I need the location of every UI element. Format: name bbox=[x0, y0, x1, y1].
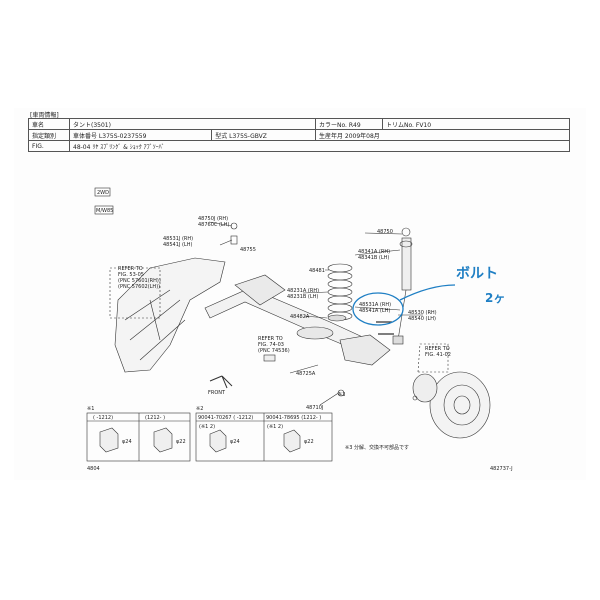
brake-drum bbox=[412, 371, 491, 439]
ref1-line4: (PNC 57602(LH)) bbox=[118, 284, 160, 290]
ref1-line3: (PNC 57601(RH)) bbox=[118, 278, 161, 284]
badge-mw85 bbox=[94, 205, 114, 215]
parts-sheet bbox=[14, 108, 586, 480]
box2-sub1: (※1 2) bbox=[199, 424, 215, 430]
part-48530: 48530 (RH) bbox=[408, 310, 437, 316]
ref3-line1: REFER TO bbox=[425, 346, 450, 352]
box1-header1: ( -1212) bbox=[93, 415, 113, 421]
part-star3: ※3 bbox=[338, 392, 345, 398]
part-48760c: 48760C (LH) bbox=[198, 222, 229, 228]
axle-bracket-right bbox=[339, 334, 391, 366]
ref1-dashed-box bbox=[109, 267, 161, 319]
axle-bracket-left bbox=[234, 274, 286, 306]
box2-sub2: (※1 2) bbox=[267, 424, 283, 430]
annotation-circle bbox=[352, 292, 404, 326]
annotation-count-text: 2ヶ bbox=[485, 291, 505, 305]
part-48755: 48755 bbox=[240, 247, 256, 253]
box-bolt-shapes bbox=[99, 427, 301, 453]
part-48531a: 48531A (RH) bbox=[359, 302, 391, 308]
box1-diameter2: φ22 bbox=[176, 439, 186, 445]
badge-2wd bbox=[94, 187, 111, 197]
box1-number: ※1 bbox=[87, 406, 94, 412]
part-48481: 48481 bbox=[309, 268, 325, 274]
ref3-line2: FIG. 41-02 bbox=[425, 352, 451, 358]
body-frame-shape bbox=[114, 257, 226, 373]
badge-mw85-label: M/W85 bbox=[96, 208, 113, 214]
annotation-bolt-text: ボルト bbox=[456, 266, 498, 282]
hub-dashed-box bbox=[417, 343, 449, 373]
part-48750j: 48750J (RH) bbox=[198, 216, 228, 222]
part-48341b: 48341B (LH) bbox=[358, 255, 389, 261]
part-48725a: 48725A bbox=[296, 371, 316, 377]
part-48531j: 48531J (RH) bbox=[163, 236, 193, 242]
ref2-line2: FIG. 74-03 bbox=[258, 342, 284, 348]
part-48541j: 48541J (LH) bbox=[163, 242, 192, 248]
part-48231a: 48231A (RH) bbox=[287, 288, 319, 294]
box2-diameter1: φ24 bbox=[230, 439, 240, 445]
annotation-arrow bbox=[399, 284, 456, 301]
box2-number: ※2 bbox=[196, 406, 203, 412]
bushing-bottom bbox=[230, 235, 238, 245]
front-arrow bbox=[209, 375, 233, 389]
axle-tube bbox=[296, 326, 334, 340]
diagram-id: 482737-J bbox=[490, 466, 513, 472]
shock-absorber bbox=[392, 227, 413, 345]
part-48710j: 48710J bbox=[306, 405, 323, 411]
leader-lines bbox=[208, 221, 423, 406]
box1-code: 4804 bbox=[87, 466, 100, 472]
body-frame-detail bbox=[124, 289, 186, 361]
ref1-line1: REFER TO bbox=[118, 266, 143, 272]
box2-header1: 90041-70267 ( -1212) bbox=[198, 415, 253, 421]
ref2-part bbox=[263, 354, 276, 362]
vehicle-info-table: 車名 タント(3501) カラーNo. R49 トリムNo. FV10 指定類別… bbox=[28, 118, 570, 152]
box2-header2: 90041-78695 (1212- ) bbox=[266, 415, 321, 421]
coil-spring bbox=[327, 263, 353, 321]
fig-value: 48-04 ﾘﾔ ｽﾌﾟﾘﾝｸﾞ & ｼｮｯｸ ｱﾌﾞｿｰﾊﾞ bbox=[69, 140, 570, 152]
vehicle-info-title: [車両情報] bbox=[30, 112, 59, 119]
part-48750: 48750 bbox=[377, 229, 393, 235]
ref1-line2: FIG. 53-05 bbox=[118, 272, 144, 278]
part-48231b: 48231B (LH) bbox=[287, 294, 318, 300]
part-48541a: 48541A (LH) bbox=[359, 308, 390, 314]
part-48341a: 48341A (RH) bbox=[358, 249, 390, 255]
box1-diameter1: φ24 bbox=[122, 439, 132, 445]
box1-header2: (1212- ) bbox=[145, 415, 165, 421]
spring-seat bbox=[327, 314, 347, 322]
part-48482a: 48482A bbox=[290, 314, 310, 320]
badge-2wd-label: 2WD bbox=[97, 190, 109, 196]
box2-diameter2: φ22 bbox=[304, 439, 314, 445]
front-label: FRONT bbox=[208, 390, 226, 396]
ref2-line1: REFER TO bbox=[258, 336, 283, 342]
shock-bolts bbox=[376, 321, 394, 335]
box1-frame bbox=[86, 412, 191, 462]
note-star3: ※3 分解、交換不可部品です bbox=[345, 444, 409, 451]
part-48540: 48540 (LH) bbox=[408, 316, 436, 322]
ref2-line3: (PNC 74536) bbox=[258, 348, 290, 354]
